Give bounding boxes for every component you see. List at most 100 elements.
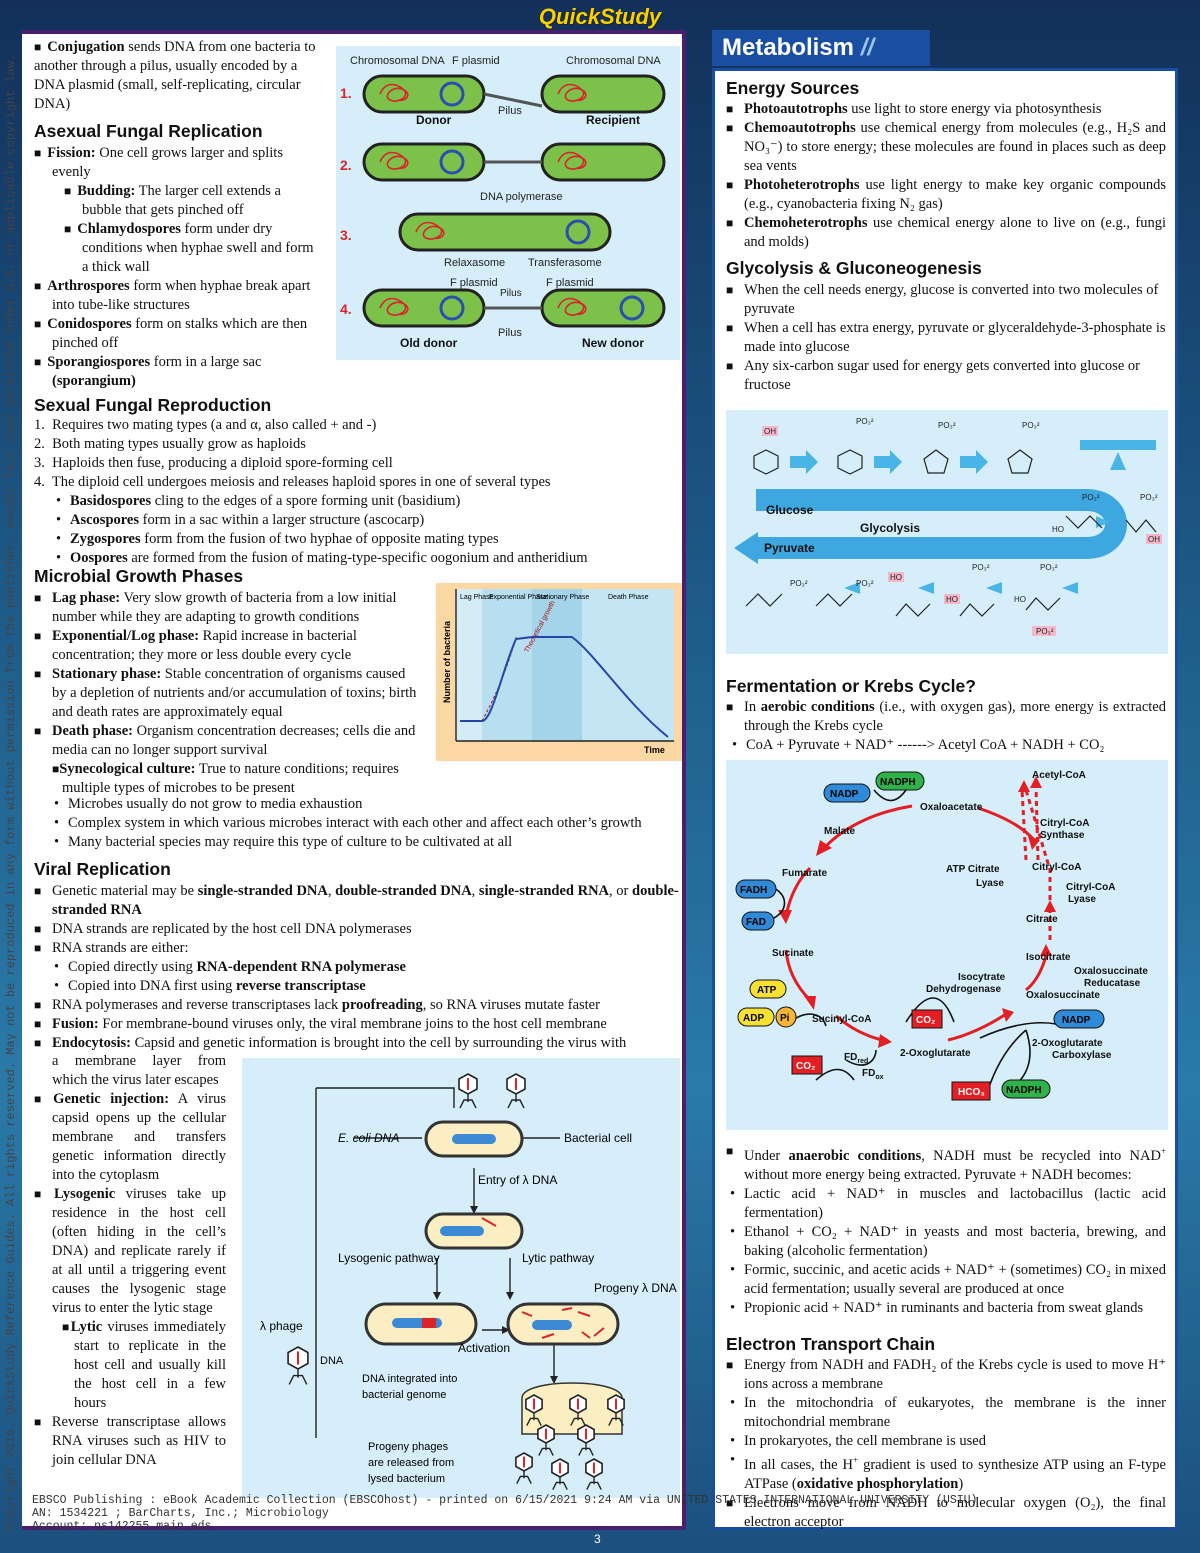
sucinyl-label: Sucinyl-CoA [812, 1014, 871, 1025]
transferasome-label: Transferasome [528, 257, 602, 269]
ho-label-1: HO [1052, 525, 1064, 534]
citryl-label: Citryl-CoA [1032, 862, 1081, 873]
old-donor-cell-plasmid [439, 295, 465, 321]
growth-stat: Stationary phase: Stable concentration o… [34, 665, 420, 722]
viral-item-1: Genetic material may be single-stranded … [34, 882, 682, 920]
released-label-1: Progeny phages [368, 1441, 449, 1453]
etc-section: Energy from NADH and FADH₂ of the Krebs … [726, 1356, 1166, 1532]
energy-items: Photoautotrophs use light to store energ… [726, 100, 1166, 252]
syneco-bullets: Microbes usually do not grow to media ex… [52, 795, 682, 852]
step-2: 2. [340, 157, 352, 173]
new-donor-cell [540, 288, 666, 328]
oxoglut-label: 2-Oxoglutarate [900, 1048, 971, 1059]
step-4: 4. [340, 301, 352, 317]
integrated-label-2: bacterial genome [362, 1389, 446, 1401]
anaerobic-bullet-2: Ethanol + CO₂ + NAD⁺ in yeasts and most … [728, 1223, 1166, 1261]
energy-chemohet: Chemoheterotrophs use chemical energy al… [726, 214, 1166, 252]
atp-citrate-label-2: Lyase [976, 878, 1004, 889]
etc-item: Energy from NADH and FADH₂ of the Krebs … [726, 1356, 1166, 1394]
growth-list: Lag phase: Very slow growth of bacteria … [34, 589, 420, 798]
fission-item: Fission: One cell grows larger and split… [34, 144, 316, 182]
rna-bullet-2: Copied into DNA first using reverse tran… [52, 977, 682, 996]
viral-item-6: Endocytosis: Capsid and genetic informat… [34, 1034, 682, 1053]
lytic-label: Lytic pathway [522, 1251, 594, 1265]
sporang-item: Sporangiospores form in a large sac (spo… [34, 353, 316, 391]
donor-cell-2-chromosome [379, 151, 409, 170]
growth-lag: Lag phase: Very slow growth of bacteria … [34, 589, 420, 627]
brand-logo: QuickStudy [538, 4, 662, 29]
spore-oo: Oospores are formed from the fusion of m… [54, 549, 674, 568]
slash-icon: // [860, 34, 875, 61]
old-donor-cell [362, 288, 486, 328]
pilus-label-1: Pilus [498, 105, 522, 117]
activation-label: Activation [458, 1341, 510, 1355]
phage-arrows [315, 1087, 560, 1438]
adp-pill: ADP [743, 1013, 764, 1024]
ho-label-4: HO [1014, 595, 1026, 604]
viral-title: Viral Replication [34, 859, 171, 879]
conidio-item: Conidospores form on stalks which are th… [34, 315, 316, 353]
f-plasmid-label-2: F plasmid [450, 277, 498, 289]
spore-basido: Basidospores cling to the edges of a spo… [54, 492, 674, 511]
arthro-text: form when hyphae break apart into tube-l… [52, 278, 311, 313]
lag-text: Very slow growth of bacteria from a low … [52, 590, 397, 625]
step-1: 1. [340, 85, 352, 101]
energy-list: Photoautotrophs use light to store energ… [726, 100, 1166, 252]
cofactor-pills: NADP NADPH FADH FAD ATP ADP Pi CO₂ CO₂ N… [735, 771, 1105, 1101]
merged-cell-3-plasmid [565, 219, 591, 245]
ferm-equation: CoA + Pyruvate + NAD⁺ ------> Acetyl CoA… [730, 736, 1166, 755]
oxalo-red-label-1: Oxalosuccinate [1074, 966, 1148, 977]
etc-list: Energy from NADH and FADH₂ of the Krebs … [726, 1356, 1166, 1394]
etc-bullet-1: In the mitochondria of eukaryotes, the m… [728, 1394, 1166, 1432]
merged-cell-3 [398, 212, 612, 252]
f-plasmid-label-3: F plasmid [546, 277, 594, 289]
released-label-3: lysed bacterium [368, 1473, 445, 1485]
phage-particles [287, 1073, 625, 1490]
syneco-text: True to nature conditions; requires mult… [62, 761, 399, 796]
progeny-phage-1 [525, 1394, 543, 1426]
2pg-chain [815, 593, 853, 607]
recipient-cell-1 [540, 74, 666, 114]
basido-term: Basidospores [70, 493, 152, 509]
genetic-injection-item: Genetic injection: A virus capsid opens … [34, 1090, 226, 1185]
zygo-text: form from the fusion of two hyphae of op… [144, 531, 499, 547]
syneco-bullet-1: Microbes usually do not grow to media ex… [52, 795, 682, 814]
viral-item-5: Fusion: For membrane-bound viruses only,… [34, 1015, 682, 1034]
donor-cell-2 [362, 142, 486, 182]
po3-label-9: PO₃² [790, 579, 808, 588]
citryl-syn-label-2: Synthase [1040, 830, 1085, 841]
po3-label-3: PO₃² [1022, 421, 1040, 430]
zygo-term: Zygospores [70, 531, 141, 547]
oh-label-2: OH [1148, 535, 1160, 544]
fdox-label: FDox [862, 1068, 884, 1081]
metabolism-header: Metabolism // [712, 30, 930, 66]
nadph-pill-2: NADPH [1006, 1085, 1042, 1096]
acetyl-label: Acetyl-CoA [1032, 770, 1086, 781]
lysogenic-item: Lysogenic viruses take up residence in t… [34, 1185, 226, 1318]
fadh-pill: FADH [740, 885, 767, 896]
top-connector [316, 1087, 455, 1108]
etc-last: Electrons move from NADH to molecular ox… [726, 1494, 1166, 1532]
conidio-term: Conidospores [47, 316, 132, 332]
sexual-title: Sexual Fungal Reproduction [34, 395, 272, 415]
sexual-item-4-text: The diploid cell undergoes meiosis and r… [51, 474, 551, 490]
chemohet-text: use chemical energy alone to live on (e.… [744, 215, 1167, 250]
glyco-items: When the cell needs energy, glucose is c… [726, 281, 1166, 395]
recipient-cell-1-chromosome [557, 83, 587, 102]
sucinate-label: Sucinate [772, 948, 814, 959]
isocitrate-label: Isocitrate [1026, 952, 1071, 963]
dna-label: DNA [320, 1355, 344, 1367]
anaerobic-bullet-1: Lactic acid + NAD⁺ in muscles and lactob… [728, 1185, 1166, 1223]
growth-curve [460, 636, 669, 738]
new-donor-cell-plasmid [619, 295, 645, 321]
old-donor-cell-chromosome [379, 297, 409, 316]
viral-list-2: RNA polymerases and reverse transcriptas… [34, 996, 682, 1053]
ecoli-dna-label: E. coli DNA [338, 1131, 399, 1145]
molecule-labels: OH PO₃² PO₃² PO₃² PO₃² PO₃² OH HO PO₃² P… [762, 417, 1162, 636]
po3-label-5: PO₃² [1140, 493, 1158, 502]
page-number: 3 [594, 1532, 601, 1546]
glycolysis-u-arrow [756, 489, 1127, 559]
y-label: Number of bacteria [442, 620, 452, 703]
progeny-phage-3 [607, 1394, 625, 1426]
pi-pill: Pi [780, 1013, 790, 1024]
